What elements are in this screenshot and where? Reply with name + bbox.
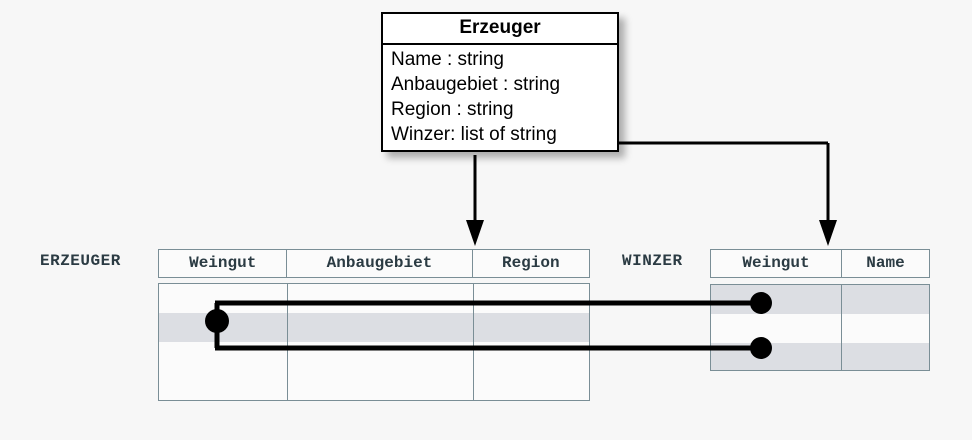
table-cell [288, 342, 474, 371]
uml-attribute-winzer: Winzer: list of string [391, 124, 557, 145]
table-row[interactable] [159, 313, 589, 342]
table-cell [288, 284, 474, 313]
table-row[interactable] [159, 342, 589, 371]
table-cell [159, 284, 288, 313]
winzer-column-name: Name [866, 254, 905, 272]
winzer-column-weingut: Weingut [711, 250, 842, 277]
table-cell [842, 343, 929, 370]
table-cell [842, 314, 929, 343]
uml-attribute-region: Region : string [391, 99, 514, 120]
arrow-head-winzer [819, 220, 837, 246]
uml-attribute-anbaugebiet: Anbaugebiet : string [391, 74, 561, 95]
table-cell [288, 313, 474, 342]
table-cell [474, 342, 589, 371]
winzer-table-body [710, 284, 930, 371]
table-cell [288, 371, 474, 400]
table-row[interactable] [711, 343, 929, 370]
table-cell [711, 285, 842, 314]
uml-class-box[interactable]: Erzeuger Name : string Anbaugebiet : str… [381, 12, 619, 152]
table-cell [474, 313, 589, 342]
table-cell [474, 284, 589, 313]
table-cell [711, 343, 842, 370]
uml-class-title: Erzeuger [383, 14, 617, 45]
winzer-table-header: Weingut Name [710, 249, 930, 278]
table-row[interactable] [159, 284, 589, 313]
erzeuger-table-body [158, 283, 590, 401]
uml-attribute-name: Name : string [391, 49, 504, 70]
arrow-head-erzeuger [466, 220, 484, 246]
table-cell [159, 313, 288, 342]
uml-attribute-list: Name : string Anbaugebiet : string Regio… [383, 45, 617, 150]
table-cell [159, 342, 288, 371]
erzeuger-column-weingut: Weingut [159, 250, 288, 277]
table-cell [474, 371, 589, 400]
table-row[interactable] [159, 371, 589, 400]
erzeuger-column-region: Region [501, 254, 560, 272]
erzeuger-column-anbaugebiet: Anbaugebiet [287, 250, 473, 277]
table-cell [159, 371, 288, 400]
erzeuger-table-header: Weingut Anbaugebiet Region [158, 249, 590, 278]
table-row[interactable] [711, 314, 929, 343]
table-row[interactable] [711, 285, 929, 314]
table-cell [842, 285, 929, 314]
erzeuger-table-label: ERZEUGER [40, 252, 121, 270]
table-cell [711, 314, 842, 343]
winzer-table-label: WINZER [622, 252, 683, 270]
